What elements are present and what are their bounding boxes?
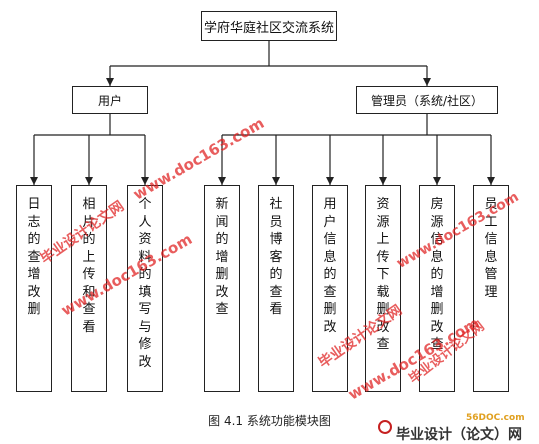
- leaf-box-2: 相片的上传和查看: [71, 185, 107, 392]
- leaf-box-1: 日志的查增改删: [16, 185, 52, 392]
- leaf-label-5: 社员博客的查看: [269, 197, 283, 317]
- leaf-label-8: 房源信息的增删改查: [430, 197, 444, 352]
- admin-box: 管理员（系统/社区）: [356, 86, 498, 114]
- user-label: 用户: [97, 93, 122, 108]
- logo-name: 毕业设计（论文）网: [396, 427, 522, 443]
- leaf-box-3: 个人资料的填写与修改: [127, 185, 163, 392]
- leaf-label-1: 日志的查增改删: [27, 197, 41, 317]
- leaf-box-5: 社员博客的查看: [258, 185, 294, 392]
- logo-site: 56DOC.com: [466, 413, 525, 423]
- user-box: 用户: [72, 86, 148, 114]
- leaf-label-7: 资源上传下载删改查: [376, 197, 390, 352]
- leaf-box-7: 资源上传下载删改查: [365, 185, 401, 392]
- figure-caption: 图 4.1 系统功能模块图: [208, 414, 331, 428]
- leaf-box-9: 员工信息管理: [473, 185, 509, 392]
- leaf-label-2: 相片的上传和查看: [82, 197, 96, 335]
- leaf-label-3: 个人资料的填写与修改: [138, 197, 152, 370]
- leaf-label-9: 员工信息管理: [484, 197, 498, 300]
- root-label: 学府华庭社区交流系统: [203, 20, 334, 36]
- leaf-label-6: 用户信息的查删改: [323, 197, 337, 335]
- leaf-label-4: 新闻的增删改查: [215, 197, 229, 317]
- leaf-box-4: 新闻的增删改查: [204, 185, 240, 392]
- admin-label: 管理员（系统/社区）: [370, 93, 484, 108]
- leaf-box-8: 房源信息的增删改查: [419, 185, 455, 392]
- root-box: 学府华庭社区交流系统: [201, 11, 337, 41]
- logo-icon: [378, 420, 392, 434]
- leaf-box-6: 用户信息的查删改: [312, 185, 348, 392]
